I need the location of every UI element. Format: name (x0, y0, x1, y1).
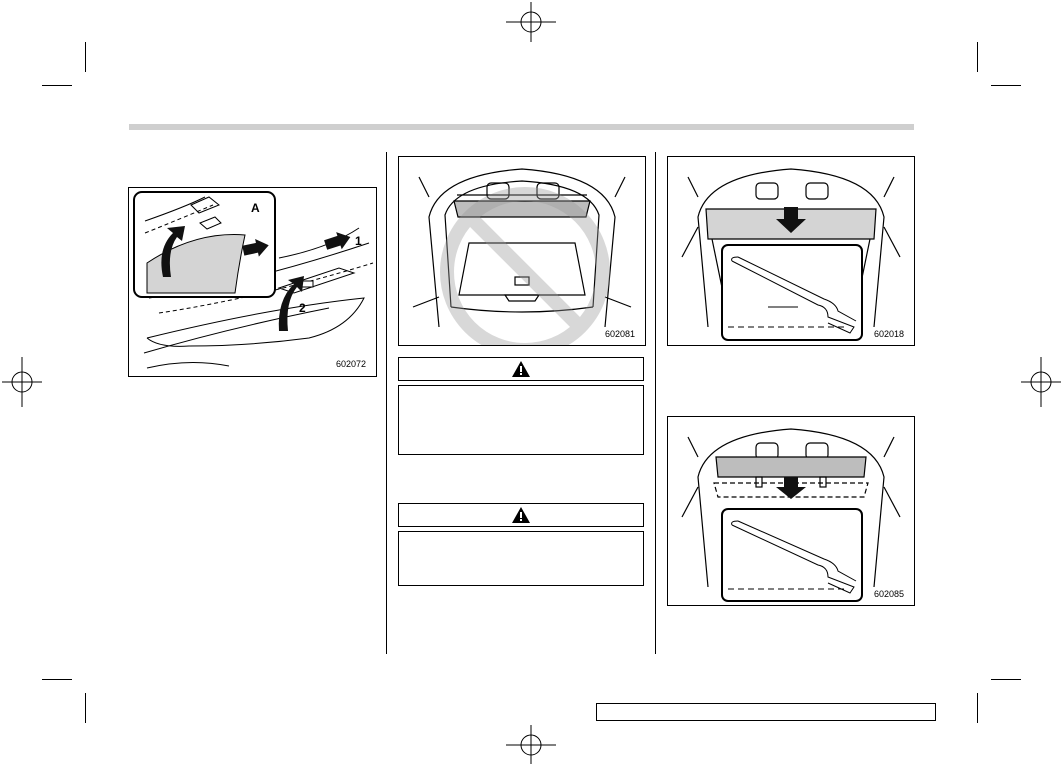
registration-target-right (1021, 357, 1061, 407)
crop-mark (977, 693, 978, 723)
crop-mark (42, 679, 72, 680)
warning-body (398, 385, 644, 455)
figure-cover-removal: A 1 2 602072 (128, 187, 377, 377)
registration-target-top (506, 2, 556, 42)
callout-1: 1 (355, 234, 362, 248)
callout-a: A (251, 201, 260, 215)
cover-lowered-illustration (681, 428, 901, 602)
cover-extended-illustration (681, 168, 901, 341)
crop-mark (85, 42, 86, 72)
down-arrow-icon (776, 477, 806, 499)
figure-cargo-incorrect: 602081 (398, 156, 646, 346)
registration-target-left (2, 357, 42, 407)
header-bar (129, 124, 914, 130)
figure-cover-extended: 602018 (667, 156, 915, 346)
crop-mark (42, 85, 72, 86)
warning-header (398, 357, 644, 381)
prohibited-icon (440, 187, 610, 345)
warning-header (398, 503, 644, 527)
callout-2: 2 (299, 301, 306, 315)
crop-mark (991, 679, 1021, 680)
warning-body (398, 531, 644, 586)
footer-box (596, 703, 936, 721)
column-divider (386, 152, 387, 654)
figure-code: 602072 (336, 359, 367, 369)
figure-cover-lowered: 602085 (667, 416, 915, 606)
detail-inset (133, 191, 276, 298)
cargo-area-incorrect-illustration (412, 168, 632, 345)
figure-code: 602081 (605, 329, 636, 339)
warning-triangle-icon (512, 361, 530, 377)
figure-code: 602018 (874, 329, 905, 339)
crop-mark (85, 693, 86, 723)
column-divider (655, 152, 656, 654)
figure-code: 602085 (874, 589, 905, 599)
registration-target-bottom (506, 725, 556, 764)
crop-mark (991, 85, 1021, 86)
warning-triangle-icon (512, 507, 530, 523)
crop-mark (977, 42, 978, 72)
down-arrow-icon (776, 207, 806, 233)
